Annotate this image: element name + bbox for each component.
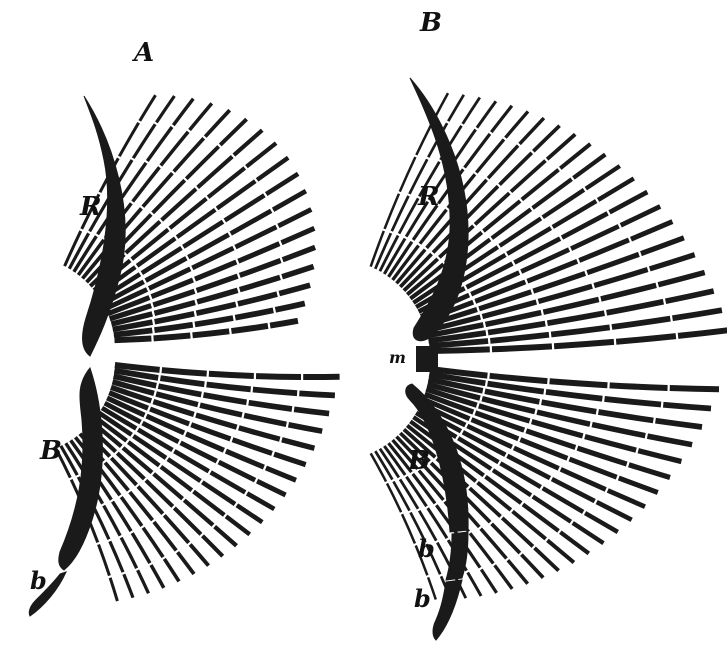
panel-a-upper-bone-label: R	[80, 192, 102, 222]
panel-a-lower-bone-label: B	[40, 436, 62, 466]
panel-b-middle-element	[416, 346, 438, 372]
panel-b-lower-bone-label: B	[408, 446, 430, 476]
panel-b-basal-segment-2	[433, 580, 462, 640]
panel-b-middle-label: m	[389, 348, 406, 367]
panel-b-label: B	[420, 8, 442, 38]
panel-b-segment-label-2: b	[414, 584, 431, 613]
panel-b-basal-segment-1	[446, 532, 468, 580]
panel-a-label: A	[134, 38, 154, 68]
panel-a-segment-label: b	[30, 566, 47, 595]
panel-b-upper-bone-label: R	[418, 182, 440, 212]
panel-a-lower-ray-12	[92, 422, 236, 546]
panel-b-segment-label-1: b	[418, 534, 435, 563]
